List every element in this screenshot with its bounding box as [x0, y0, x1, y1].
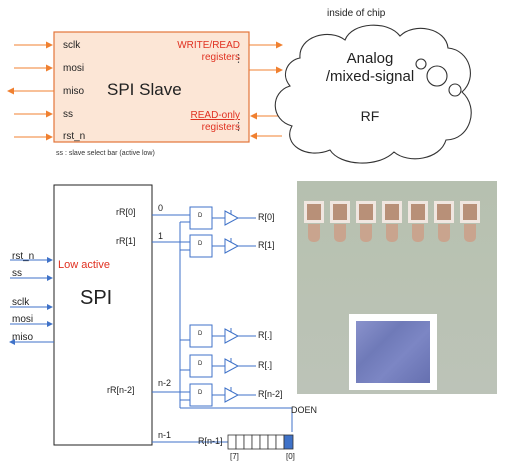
out-r-0: R[0] [258, 212, 275, 222]
out-r-dot-2: R[.] [258, 360, 273, 370]
analog-cloud [274, 24, 472, 164]
out-r-n-1: R[n-1] [198, 436, 223, 446]
cloud-analog: Analog [346, 50, 394, 67]
out-miso: miso [12, 332, 34, 343]
spi-slave-block [53, 31, 250, 143]
pin-mosi: mosi [63, 63, 85, 74]
rr-0-label: rR[0] [116, 207, 136, 217]
wr-dots: ⋮ [233, 53, 244, 65]
write-read-label: WRITE/READ [177, 40, 240, 51]
bond-pad [330, 201, 350, 223]
bond-pad [304, 201, 324, 223]
bond-pad [356, 201, 376, 223]
pin-sclk: sclk [63, 40, 81, 51]
ff-label-2: D [198, 331, 203, 337]
pin-ss: ss [63, 109, 73, 120]
in-sclk: sclk [12, 297, 30, 308]
low-active-label: Low active [58, 259, 110, 271]
ff-label-0: D [198, 213, 203, 219]
spi-block [53, 184, 153, 446]
bottom-schematic [9, 184, 294, 450]
top-diagram-wires [7, 24, 472, 164]
core-die-circuit [356, 321, 430, 383]
spi-slave-title: SPI Slave [107, 80, 182, 99]
ss-note: ss : slave select bar (active low) [56, 150, 155, 157]
write-read-registers: registers [201, 52, 240, 63]
buffer-4 [224, 387, 240, 403]
bit-7-label: [7] [230, 452, 239, 461]
cloud-mixed-signal: /mixed-signal [325, 68, 415, 85]
bond-pad [460, 201, 480, 223]
out-r-1: R[1] [258, 240, 275, 250]
out-r-n-2: R[n-2] [258, 389, 283, 399]
buffer-0 [224, 210, 240, 226]
core-die [349, 314, 437, 390]
ro-dots: ⋮ [233, 121, 244, 133]
doen-label: DOEN [291, 405, 318, 415]
buffer-2 [224, 328, 240, 344]
index-1: 1 [158, 231, 164, 241]
bond-pad [408, 201, 428, 223]
ff-label-1: D [198, 241, 203, 247]
ff-label-3: D [198, 361, 203, 367]
read-only-label: READ-only [190, 110, 240, 121]
read-only-registers: registers [201, 122, 240, 133]
buffer-1 [224, 238, 240, 254]
bond-pad [434, 201, 454, 223]
bit-0-label: [0] [286, 452, 295, 461]
pin-rst-n: rst_n [63, 131, 86, 142]
rr-n-2-label: rR[n-2] [107, 385, 135, 395]
index-0: 0 [158, 203, 164, 213]
ff-label-4: D [198, 390, 203, 396]
spi-title: SPI [80, 287, 113, 309]
cloud-header: inside of chip [327, 8, 386, 19]
out-r-dot-1: R[.] [258, 330, 273, 340]
chip-die-photo [297, 181, 497, 394]
cloud-rf: RF [360, 108, 380, 124]
bond-pad [382, 201, 402, 223]
shift-register [227, 434, 294, 450]
index-n-2: n-2 [158, 378, 172, 388]
buffer-3 [224, 358, 240, 374]
in-mosi: mosi [12, 314, 34, 325]
in-rst-n: rst_n [12, 251, 35, 262]
pin-miso: miso [63, 86, 85, 97]
in-ss: ss [12, 268, 22, 279]
index-n-1: n-1 [158, 430, 172, 440]
rr-1-label: rR[1] [116, 236, 136, 246]
